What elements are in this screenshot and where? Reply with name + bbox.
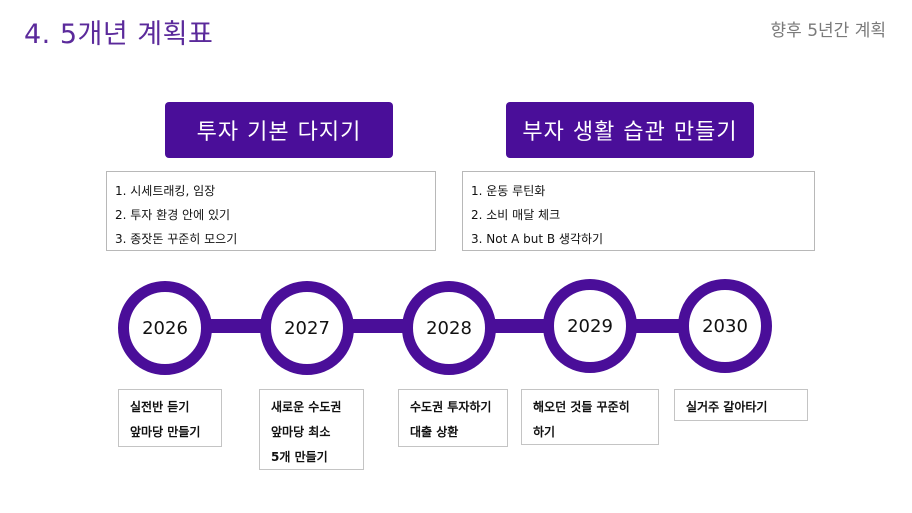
goal-line: 대출 상환 bbox=[410, 425, 459, 439]
year-label: 2028 bbox=[426, 317, 472, 339]
goal-box-2026: 실전반 듣기 앞마당 만들기 bbox=[118, 389, 222, 447]
goal-box-2027: 새로운 수도권 앞마당 최소 5개 만들기 bbox=[259, 389, 364, 470]
year-circle-2030: 2030 bbox=[678, 279, 772, 373]
page-subtitle: 향후 5년간 계획 bbox=[770, 21, 886, 41]
list-item: 1. 시세트래킹, 임장 bbox=[115, 184, 216, 198]
year-circle-2026: 2026 bbox=[118, 281, 212, 375]
list-item: 3. 종잣돈 꾸준히 모으기 bbox=[115, 232, 238, 246]
goal-line: 새로운 수도권 bbox=[271, 400, 342, 414]
year-label: 2029 bbox=[567, 315, 613, 337]
year-label: 2027 bbox=[284, 317, 330, 339]
section-header-investment-basics: 투자 기본 다지기 bbox=[165, 102, 393, 158]
goal-line: 앞마당 만들기 bbox=[130, 425, 201, 439]
wealthy-habits-list: 1. 운동 루틴화 2. 소비 매달 체크 3. Not A but B 생각하… bbox=[462, 171, 815, 251]
list-item: 3. Not A but B 생각하기 bbox=[471, 232, 604, 246]
goal-line: 실거주 갈아타기 bbox=[686, 400, 768, 414]
list-item: 1. 운동 루틴화 bbox=[471, 184, 546, 198]
year-label: 2026 bbox=[142, 317, 188, 339]
year-circle-2028: 2028 bbox=[402, 281, 496, 375]
year-label: 2030 bbox=[702, 315, 748, 337]
list-item: 2. 투자 환경 안에 있기 bbox=[115, 208, 231, 222]
year-circle-2029: 2029 bbox=[543, 279, 637, 373]
investment-basics-list: 1. 시세트래킹, 임장 2. 투자 환경 안에 있기 3. 종잣돈 꾸준히 모… bbox=[106, 171, 436, 251]
goal-line: 하기 bbox=[533, 425, 556, 439]
goal-line: 수도권 투자하기 bbox=[410, 400, 492, 414]
goal-line: 앞마당 최소 bbox=[271, 425, 331, 439]
year-circle-2027: 2027 bbox=[260, 281, 354, 375]
goal-line: 해오던 것들 꾸준히 bbox=[533, 400, 630, 414]
section-header-wealthy-habits: 부자 생활 습관 만들기 bbox=[506, 102, 754, 158]
list-item: 2. 소비 매달 체크 bbox=[471, 208, 561, 222]
goal-line: 실전반 듣기 bbox=[130, 400, 190, 414]
goal-box-2029: 해오던 것들 꾸준히 하기 bbox=[521, 389, 659, 445]
goal-box-2030: 실거주 갈아타기 bbox=[674, 389, 808, 421]
page-title: 4. 5개년 계획표 bbox=[24, 19, 214, 50]
goal-box-2028: 수도권 투자하기 대출 상환 bbox=[398, 389, 508, 447]
goal-line: 5개 만들기 bbox=[271, 450, 328, 464]
